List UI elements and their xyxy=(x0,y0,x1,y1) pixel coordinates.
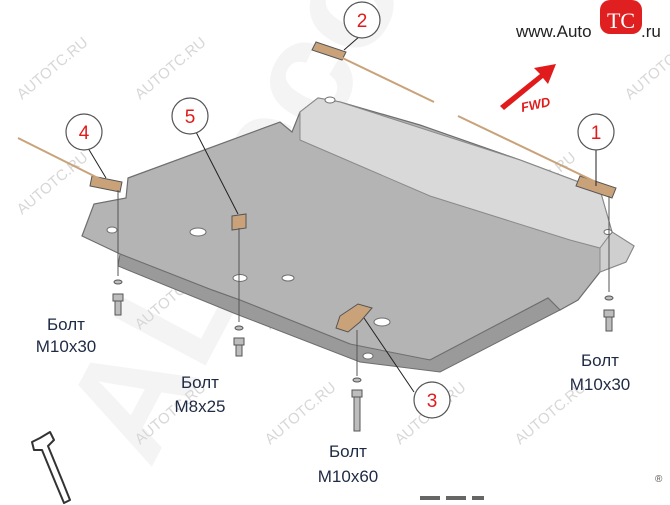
logo-badge-icon xyxy=(600,0,642,34)
callout-3: 3 xyxy=(363,317,451,419)
callout-2: 2 xyxy=(343,1,381,51)
callout-number: 5 xyxy=(185,107,196,128)
bolt-name: Болт xyxy=(329,442,367,461)
plate-hole xyxy=(281,274,295,282)
plate-front-fold xyxy=(117,253,561,373)
callout-number: 4 xyxy=(79,123,90,144)
bottom-strip xyxy=(420,496,484,500)
bolt-center-left xyxy=(233,228,245,357)
plate-hole xyxy=(373,317,391,327)
site-text-logo: TC xyxy=(607,8,635,33)
callout-5: 5 xyxy=(171,97,239,215)
bolt-label-right: Болт M10x30 xyxy=(570,351,630,394)
callout-number: 2 xyxy=(357,11,368,32)
bolt-size: M10x30 xyxy=(36,337,96,356)
skid-plate xyxy=(81,96,635,373)
callout-number: 3 xyxy=(427,391,438,412)
bracket-2 xyxy=(311,41,435,103)
site-logo: www.Auto TC .ru xyxy=(515,0,661,41)
bolt-size: M10x60 xyxy=(318,467,378,486)
callout-1: 1 xyxy=(577,113,615,186)
fwd-label: FWD xyxy=(520,94,553,115)
bolt-center xyxy=(351,330,363,432)
bolt-label-center: Болт M10x60 xyxy=(318,442,378,486)
callout-number: 1 xyxy=(591,123,602,144)
plate-hole xyxy=(232,274,248,282)
bolt-label-center-left: Болт M8x25 xyxy=(174,373,225,416)
plate-hole xyxy=(603,229,613,235)
bolt-label-left: Болт M10x30 xyxy=(36,315,96,356)
watermark: AUTOTC.RU xyxy=(14,149,92,218)
site-text-prefix: www.Auto xyxy=(515,22,592,41)
registered-mark: ® xyxy=(655,474,663,485)
plate-hole xyxy=(362,352,374,360)
plate-hole xyxy=(189,227,207,237)
bolt-size: M8x25 xyxy=(174,397,225,416)
bolt-name: Болт xyxy=(181,373,219,392)
bolt-right xyxy=(603,196,615,332)
bolt-name: Болт xyxy=(47,315,85,334)
site-text-suffix: .ru xyxy=(641,22,661,41)
bracket-3 xyxy=(335,303,373,333)
watermark: AUTOTC.RU xyxy=(622,34,670,103)
bolt-name: Болт xyxy=(581,351,619,370)
bracket-4 xyxy=(17,137,123,193)
plate-hole xyxy=(106,226,118,234)
watermark: AUTOTC.RU xyxy=(14,34,92,103)
bracket-1 xyxy=(457,115,617,199)
fwd-arrow: FWD xyxy=(500,64,556,115)
plate-hole xyxy=(324,96,336,104)
bolt-size: M10x30 xyxy=(570,375,630,394)
callout-4: 4 xyxy=(65,113,107,179)
watermark: AUTOTC.RU xyxy=(262,379,340,448)
bolt-left xyxy=(112,190,124,316)
bracket-5 xyxy=(231,213,247,231)
wrench-icon xyxy=(31,431,71,504)
